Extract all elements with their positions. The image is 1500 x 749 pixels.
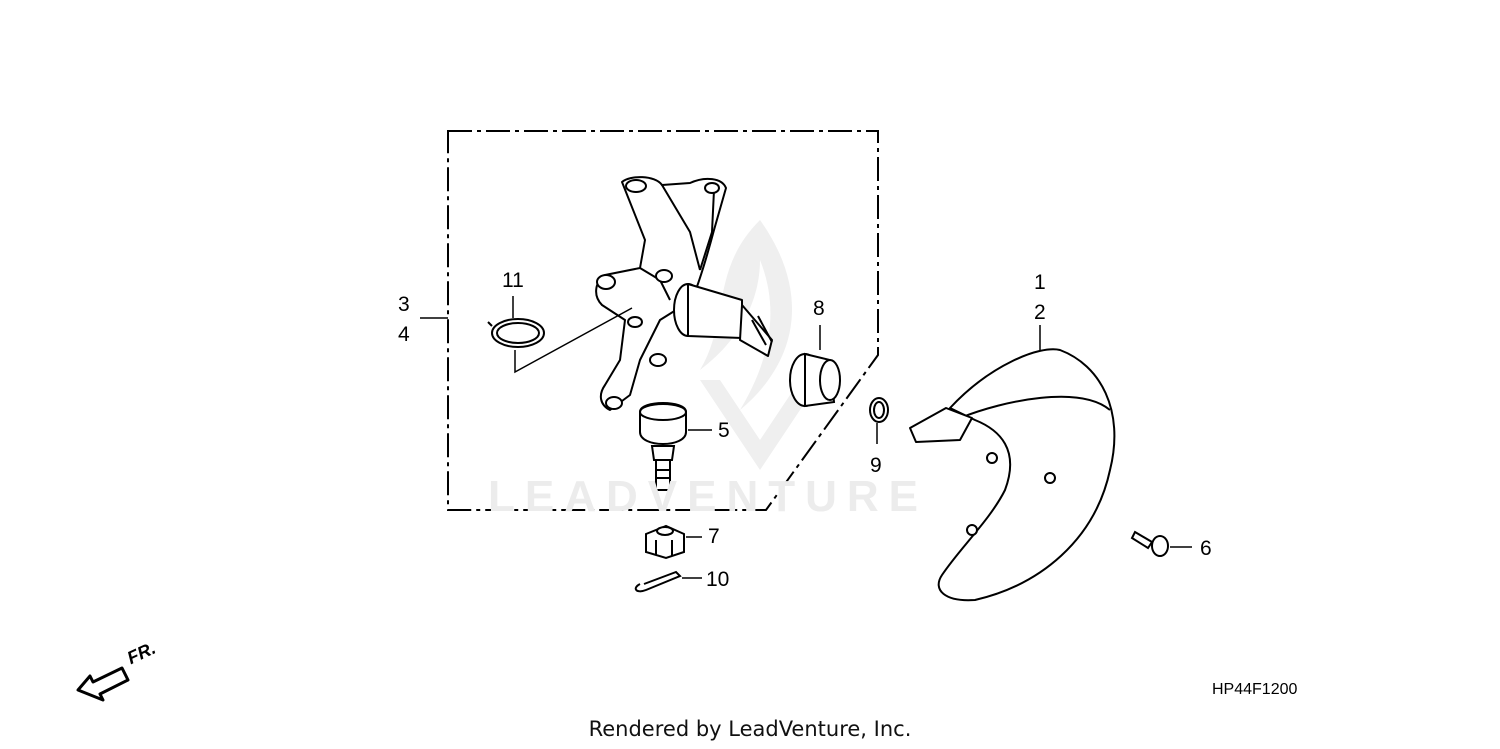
disc-cover — [909, 348, 1116, 602]
callout-7: 7 — [708, 525, 720, 548]
callout-1: 1 — [1034, 271, 1046, 294]
castle-nut — [645, 524, 685, 560]
callout-9: 9 — [870, 454, 882, 477]
assembly-boundary — [447, 130, 879, 511]
cotter-pin — [634, 570, 682, 593]
flange-bolt — [1130, 530, 1169, 557]
diagram-code: HP44F1200 — [1212, 681, 1298, 698]
callout-11: 11 — [502, 269, 524, 292]
oil-seal — [789, 352, 841, 408]
callout-10: 10 — [706, 568, 730, 591]
footer-credit: Rendered by LeadVenture, Inc. — [588, 717, 912, 741]
callout-2: 2 — [1034, 301, 1046, 324]
ball-joint — [639, 402, 687, 491]
callout-6: 6 — [1200, 537, 1212, 560]
circlip-ring — [487, 318, 545, 348]
o-ring — [869, 397, 889, 423]
watermark-text: LEADVENTURE — [488, 472, 929, 521]
callout-8: 8 — [813, 297, 825, 320]
callout-3: 3 — [398, 293, 410, 316]
callout-5: 5 — [718, 419, 730, 442]
front-arrow-icon — [76, 666, 130, 702]
callout-4: 4 — [398, 323, 410, 346]
steering-knuckle — [595, 176, 773, 411]
leader-11-knuckle — [514, 307, 633, 374]
